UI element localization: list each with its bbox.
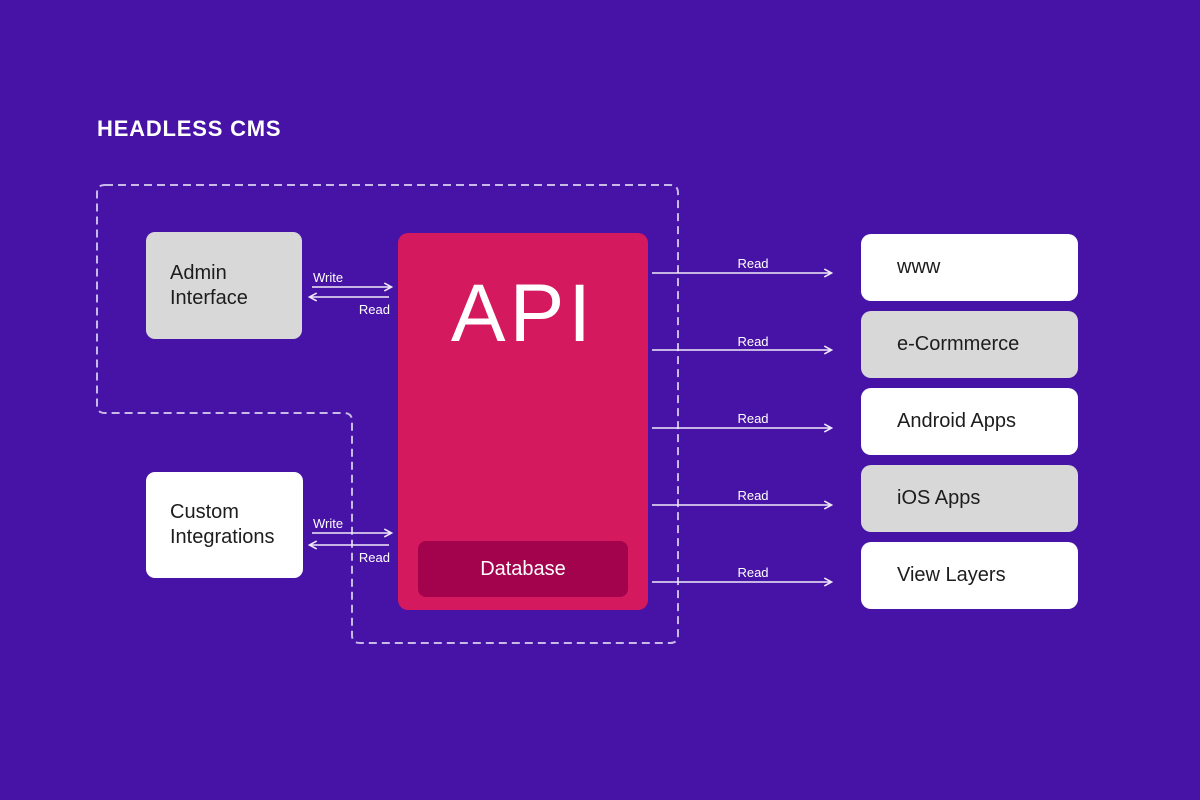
custom-integrations-label: Custom Integrations (170, 501, 275, 548)
client-node-view-layers: View Layers (861, 542, 1078, 609)
admin-read-label: Read (358, 302, 390, 317)
api-node: API Database (398, 233, 648, 610)
admin-interface-label: Admin Interface (170, 261, 248, 309)
custom-integrations-node: Custom Integrations (146, 472, 303, 578)
client-node-android-apps: Android Apps (861, 388, 1078, 455)
admin-interface-node: Admin Interface (146, 232, 302, 339)
client-label-ecommerce: e-Cormmerce (897, 333, 1020, 355)
page-title: HEADLESS CMS (97, 116, 282, 141)
custom-read-label: Read (358, 550, 390, 565)
client-node-www: www (861, 234, 1078, 301)
read-label-www: Read (737, 256, 769, 271)
cms-group-dashed-boundary (96, 184, 679, 644)
read-label-ios: Read (737, 488, 769, 503)
custom-write-label: Write (313, 516, 344, 531)
read-label-ecommerce: Read (737, 334, 769, 349)
client-label-view-layers: View Layers (897, 564, 1006, 586)
client-node-ecommerce: e-Cormmerce (861, 311, 1078, 378)
read-label-android: Read (737, 411, 769, 426)
database-node: Database (418, 541, 628, 597)
database-label: Database (480, 557, 566, 580)
admin-write-label: Write (313, 270, 344, 285)
client-label-android-apps: Android Apps (897, 410, 1016, 432)
api-label: API (450, 268, 596, 359)
read-label-viewlayers: Read (737, 565, 769, 580)
client-node-ios-apps: iOS Apps (861, 465, 1078, 532)
client-label-www: www (897, 256, 941, 278)
client-label-ios-apps: iOS Apps (897, 487, 981, 509)
